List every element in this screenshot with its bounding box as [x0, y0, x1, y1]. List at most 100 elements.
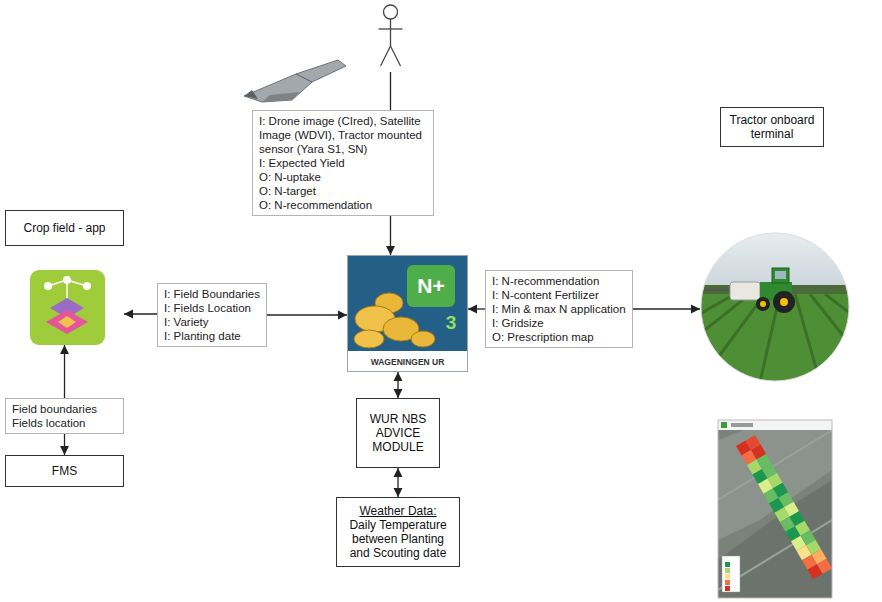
tractor-node: Tractor onboard terminal — [700, 107, 850, 382]
io-text: I: N-recommendation — [492, 274, 626, 288]
connector — [468, 305, 485, 314]
tractor-photo — [775, 271, 786, 279]
prescription-map — [718, 420, 832, 598]
prescription-map — [725, 568, 730, 573]
prescription-map — [718, 420, 832, 430]
prescription-map — [721, 422, 727, 428]
io-box: I: N-recommendationI: N-content Fertiliz… — [485, 270, 633, 348]
user-figure — [384, 5, 398, 19]
arrowhead — [394, 389, 403, 398]
io-text: O: N-target — [259, 184, 427, 198]
arrowhead — [691, 305, 700, 314]
connector-line — [633, 308, 700, 309]
prescription-map — [725, 574, 730, 579]
tractor-photo — [773, 291, 795, 313]
io-text: Field boundaries — [12, 402, 117, 416]
user-figure — [381, 46, 391, 66]
logo-number-text: 3 — [446, 312, 457, 334]
tractor-photo — [780, 298, 788, 306]
tractor-photo — [701, 233, 849, 381]
prescription-map — [718, 480, 832, 598]
io-text: O: Prescription map — [492, 330, 626, 344]
io-text: I: Variety — [164, 315, 260, 329]
prescription-map — [722, 556, 740, 592]
prescription-map — [718, 420, 832, 598]
terminal-title-box: Tractor onboard terminal — [720, 107, 824, 147]
app-icon — [46, 310, 88, 334]
connector — [124, 310, 157, 319]
io-text: I: Fields Location — [164, 301, 260, 315]
drone — [262, 92, 300, 102]
nplus-icon — [354, 330, 384, 348]
connector — [394, 372, 403, 398]
io-text: I: Expected Yield — [259, 156, 427, 170]
nplus-icon — [347, 351, 468, 372]
prescription-map — [725, 562, 730, 567]
app-icon — [83, 282, 91, 290]
connector-line — [267, 314, 347, 315]
nplus-icon — [347, 255, 468, 351]
box-text: WUR NBS ADVICE MODULE — [363, 412, 433, 454]
io-box: I: Field BoundariesI: Fields LocationI: … — [157, 283, 267, 347]
connector — [394, 468, 403, 497]
arrowhead — [394, 372, 403, 381]
io-text: O: N-uptake — [259, 170, 427, 184]
arrowhead — [468, 305, 477, 314]
user-figure — [391, 46, 401, 66]
box-text: Daily Temperature between Planting and S… — [341, 518, 455, 560]
brand-text: WAGENINGEN UR — [371, 357, 445, 367]
tractor-photo — [772, 268, 789, 283]
arrowhead — [386, 246, 395, 255]
arrowhead — [394, 468, 403, 477]
io-text: I: Gridsize — [492, 316, 626, 330]
io-text: I: Planting date — [164, 329, 260, 343]
app-icon — [30, 270, 105, 345]
io-text: I: Drone image (CIred), Satellite Image … — [259, 114, 427, 156]
logo-badge: N+ — [407, 265, 455, 307]
connector — [60, 434, 69, 455]
arrowhead — [60, 446, 69, 455]
io-text: I: Field Boundaries — [164, 287, 260, 301]
prescription-map — [718, 430, 832, 500]
tractor-photo — [700, 294, 765, 382]
prescription-map — [736, 435, 832, 579]
io-box: Field boundariesFields location — [5, 398, 124, 434]
arrowhead — [394, 488, 403, 497]
logo-band: WAGENINGEN UR — [347, 351, 468, 372]
app-icon — [58, 316, 76, 328]
node-title: Crop field - app — [10, 221, 119, 235]
box-heading: Weather Data: — [341, 504, 455, 518]
drone — [244, 60, 346, 102]
nplus-logo: N+3WAGENINGEN UR — [347, 255, 468, 372]
arrowhead — [60, 345, 69, 354]
drone — [244, 90, 258, 99]
tractor-photo — [760, 301, 766, 307]
nplus-icon — [411, 331, 435, 347]
arrowhead — [124, 310, 133, 319]
drone — [296, 74, 312, 82]
arrowhead — [338, 311, 347, 320]
app-title-box: Crop field - app — [5, 210, 124, 246]
prescription-map — [725, 586, 730, 591]
connector — [60, 345, 69, 398]
process-box: FMS — [5, 455, 124, 487]
logo-text: N+ — [417, 274, 444, 298]
nplus-icon — [407, 265, 455, 307]
user-figure — [379, 5, 403, 110]
app-icon — [30, 270, 105, 345]
prescription-map — [718, 420, 832, 598]
prescription-map — [725, 580, 730, 585]
prescription-map — [731, 423, 753, 427]
io-box: I: Drone image (CIred), Satellite Image … — [252, 110, 434, 216]
app-icon — [44, 282, 52, 290]
drone — [244, 60, 346, 102]
connector — [633, 305, 700, 314]
tractor-photo — [700, 232, 850, 382]
tractor-photo — [730, 282, 760, 300]
user-figure — [379, 28, 403, 29]
prescription-map — [817, 559, 832, 574]
box-text: FMS — [12, 464, 117, 478]
io-text: I: N-content Fertilizer — [492, 288, 626, 302]
tractor-photo — [700, 232, 850, 382]
